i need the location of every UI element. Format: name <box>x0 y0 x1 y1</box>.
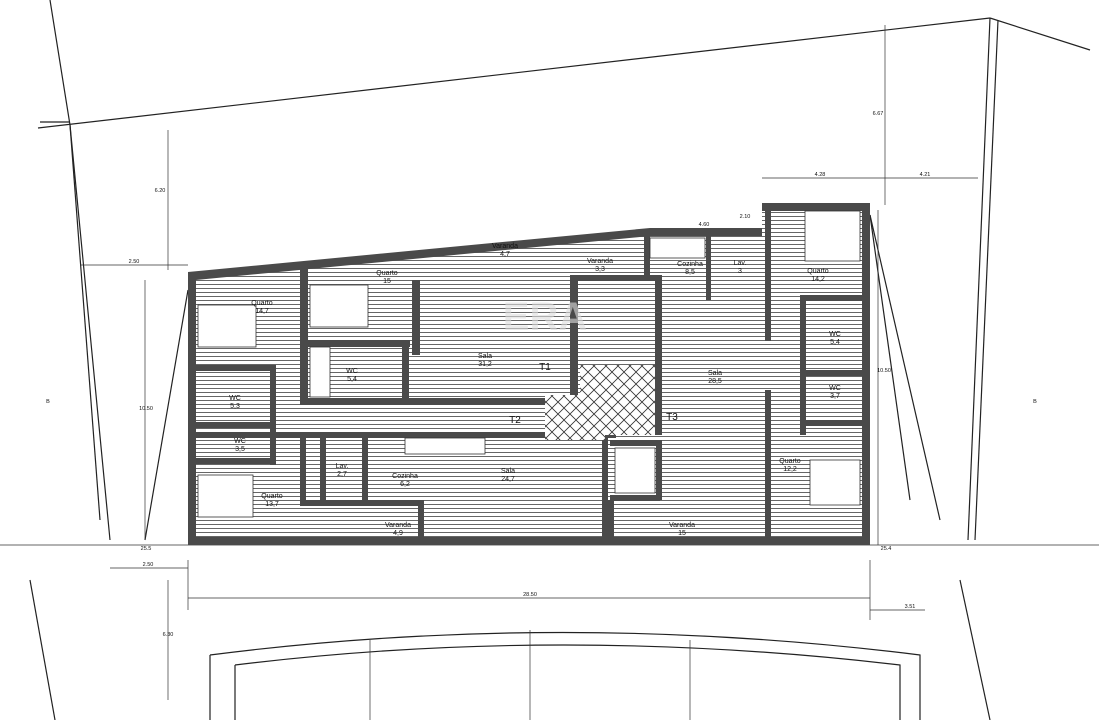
building <box>188 203 921 720</box>
room-area: 5,4 <box>830 339 840 346</box>
site-boundary <box>29 0 1091 720</box>
room-name: WC <box>229 395 241 402</box>
room-area: 5,3 <box>230 403 240 410</box>
room-name: WC <box>234 438 246 445</box>
unit-label-t2: T2 <box>509 415 521 426</box>
dim-top-left-height: 6.20 <box>155 188 166 194</box>
room-name: WC <box>829 331 841 338</box>
level-right: 25.4 <box>881 546 892 552</box>
room-area: 3,7 <box>830 393 840 400</box>
dim-right-setback: 3.51 <box>905 604 916 610</box>
room-area: 13,7 <box>265 501 279 508</box>
room-area: 28,5 <box>708 378 722 385</box>
room-area: 6,2 <box>400 481 410 488</box>
room-name: Varanda <box>669 522 695 529</box>
dim-bottom-height: 6.30 <box>163 632 174 638</box>
dim-right-height: 10.50 <box>877 368 891 374</box>
room-area: 15 <box>383 278 391 285</box>
dim-right-block-a: 4.28 <box>815 172 826 178</box>
room-area: 31,2 <box>478 361 492 368</box>
room-name: Quarto <box>376 270 398 277</box>
room-name: Quarto <box>779 458 801 465</box>
dim-wc-height: 2.10 <box>740 214 751 220</box>
room-name: Varanda <box>385 522 411 529</box>
room-area: 5,4 <box>347 376 357 383</box>
room-name: Sala <box>708 370 722 377</box>
dim-left-setback: 2.50 <box>129 259 140 265</box>
room-area: 3 <box>738 268 742 275</box>
room-area: 3,3 <box>595 266 605 273</box>
dim-left-height: 10.50 <box>139 406 153 412</box>
room-name: Quarto <box>251 300 273 307</box>
room-name: Cozinha <box>677 261 703 268</box>
room-name: Varanda <box>587 258 613 265</box>
room-name: WC <box>346 368 358 375</box>
room-area: 14,7 <box>255 308 269 315</box>
room-name: Quarto <box>807 268 829 275</box>
room-name: Cozinha <box>392 473 418 480</box>
room-area: 15 <box>678 530 686 537</box>
section-marker-right: B <box>1033 399 1037 405</box>
room-area: 4,7 <box>500 251 510 258</box>
room-area: 8,5 <box>685 269 695 276</box>
dimension-lines <box>0 25 1099 700</box>
room-area: 24,7 <box>501 476 515 483</box>
watermark: ERA <box>503 295 587 339</box>
room-name: Sala <box>501 468 515 475</box>
room-name: WC <box>829 385 841 392</box>
level-left: 25.5 <box>141 546 152 552</box>
dim-bottom-left-offset: 2.50 <box>143 562 154 568</box>
room-area: 4,9 <box>393 530 403 537</box>
room-area: 2,7 <box>337 471 347 478</box>
room-name: Varanda <box>492 243 518 250</box>
room-area: 12,2 <box>783 466 797 473</box>
dim-kitchen-width: 4.60 <box>699 222 710 228</box>
room-area: 14,2 <box>811 276 825 283</box>
dim-right-block-b: 4.21 <box>920 172 931 178</box>
room-name: Lav. <box>336 463 349 470</box>
unit-label-t1: T1 <box>539 362 551 373</box>
section-marker-left: B <box>46 399 50 405</box>
room-labels: Quarto 14,7 Quarto 15 Sala 31,2 WC 5,3 W… <box>229 243 841 537</box>
room-name: Quarto <box>261 493 283 500</box>
room-name: Lav. <box>734 260 747 267</box>
unit-label-t3: T3 <box>666 412 678 423</box>
dim-top-right-height: 6.67 <box>873 111 884 117</box>
room-area: 3,5 <box>235 446 245 453</box>
room-name: Sala <box>478 353 492 360</box>
dim-total-width: 28.50 <box>523 592 537 598</box>
